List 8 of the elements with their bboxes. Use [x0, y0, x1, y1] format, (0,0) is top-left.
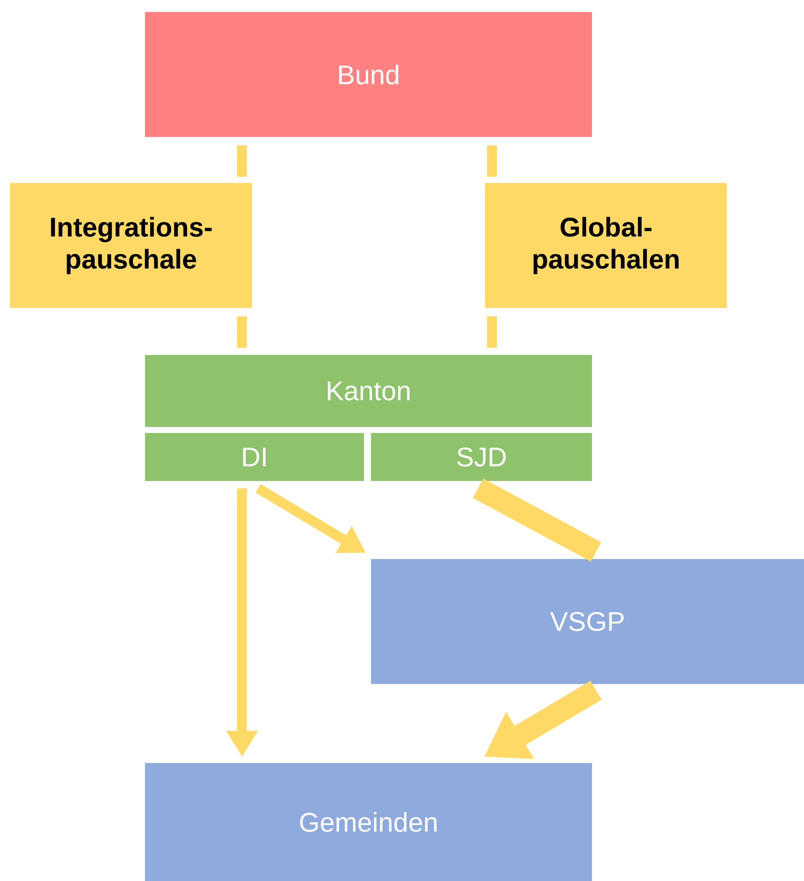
department-box: SJD	[371, 433, 592, 481]
funding-box: Integrations- pauschale	[10, 183, 252, 308]
association-box: VSGP	[371, 559, 804, 684]
funding-box: Global- pauschalen	[485, 183, 727, 308]
level-box: Kanton	[145, 355, 592, 427]
level-box: Gemeinden	[145, 763, 592, 881]
department-box: DI	[145, 433, 364, 481]
level-box: Bund	[145, 12, 592, 137]
